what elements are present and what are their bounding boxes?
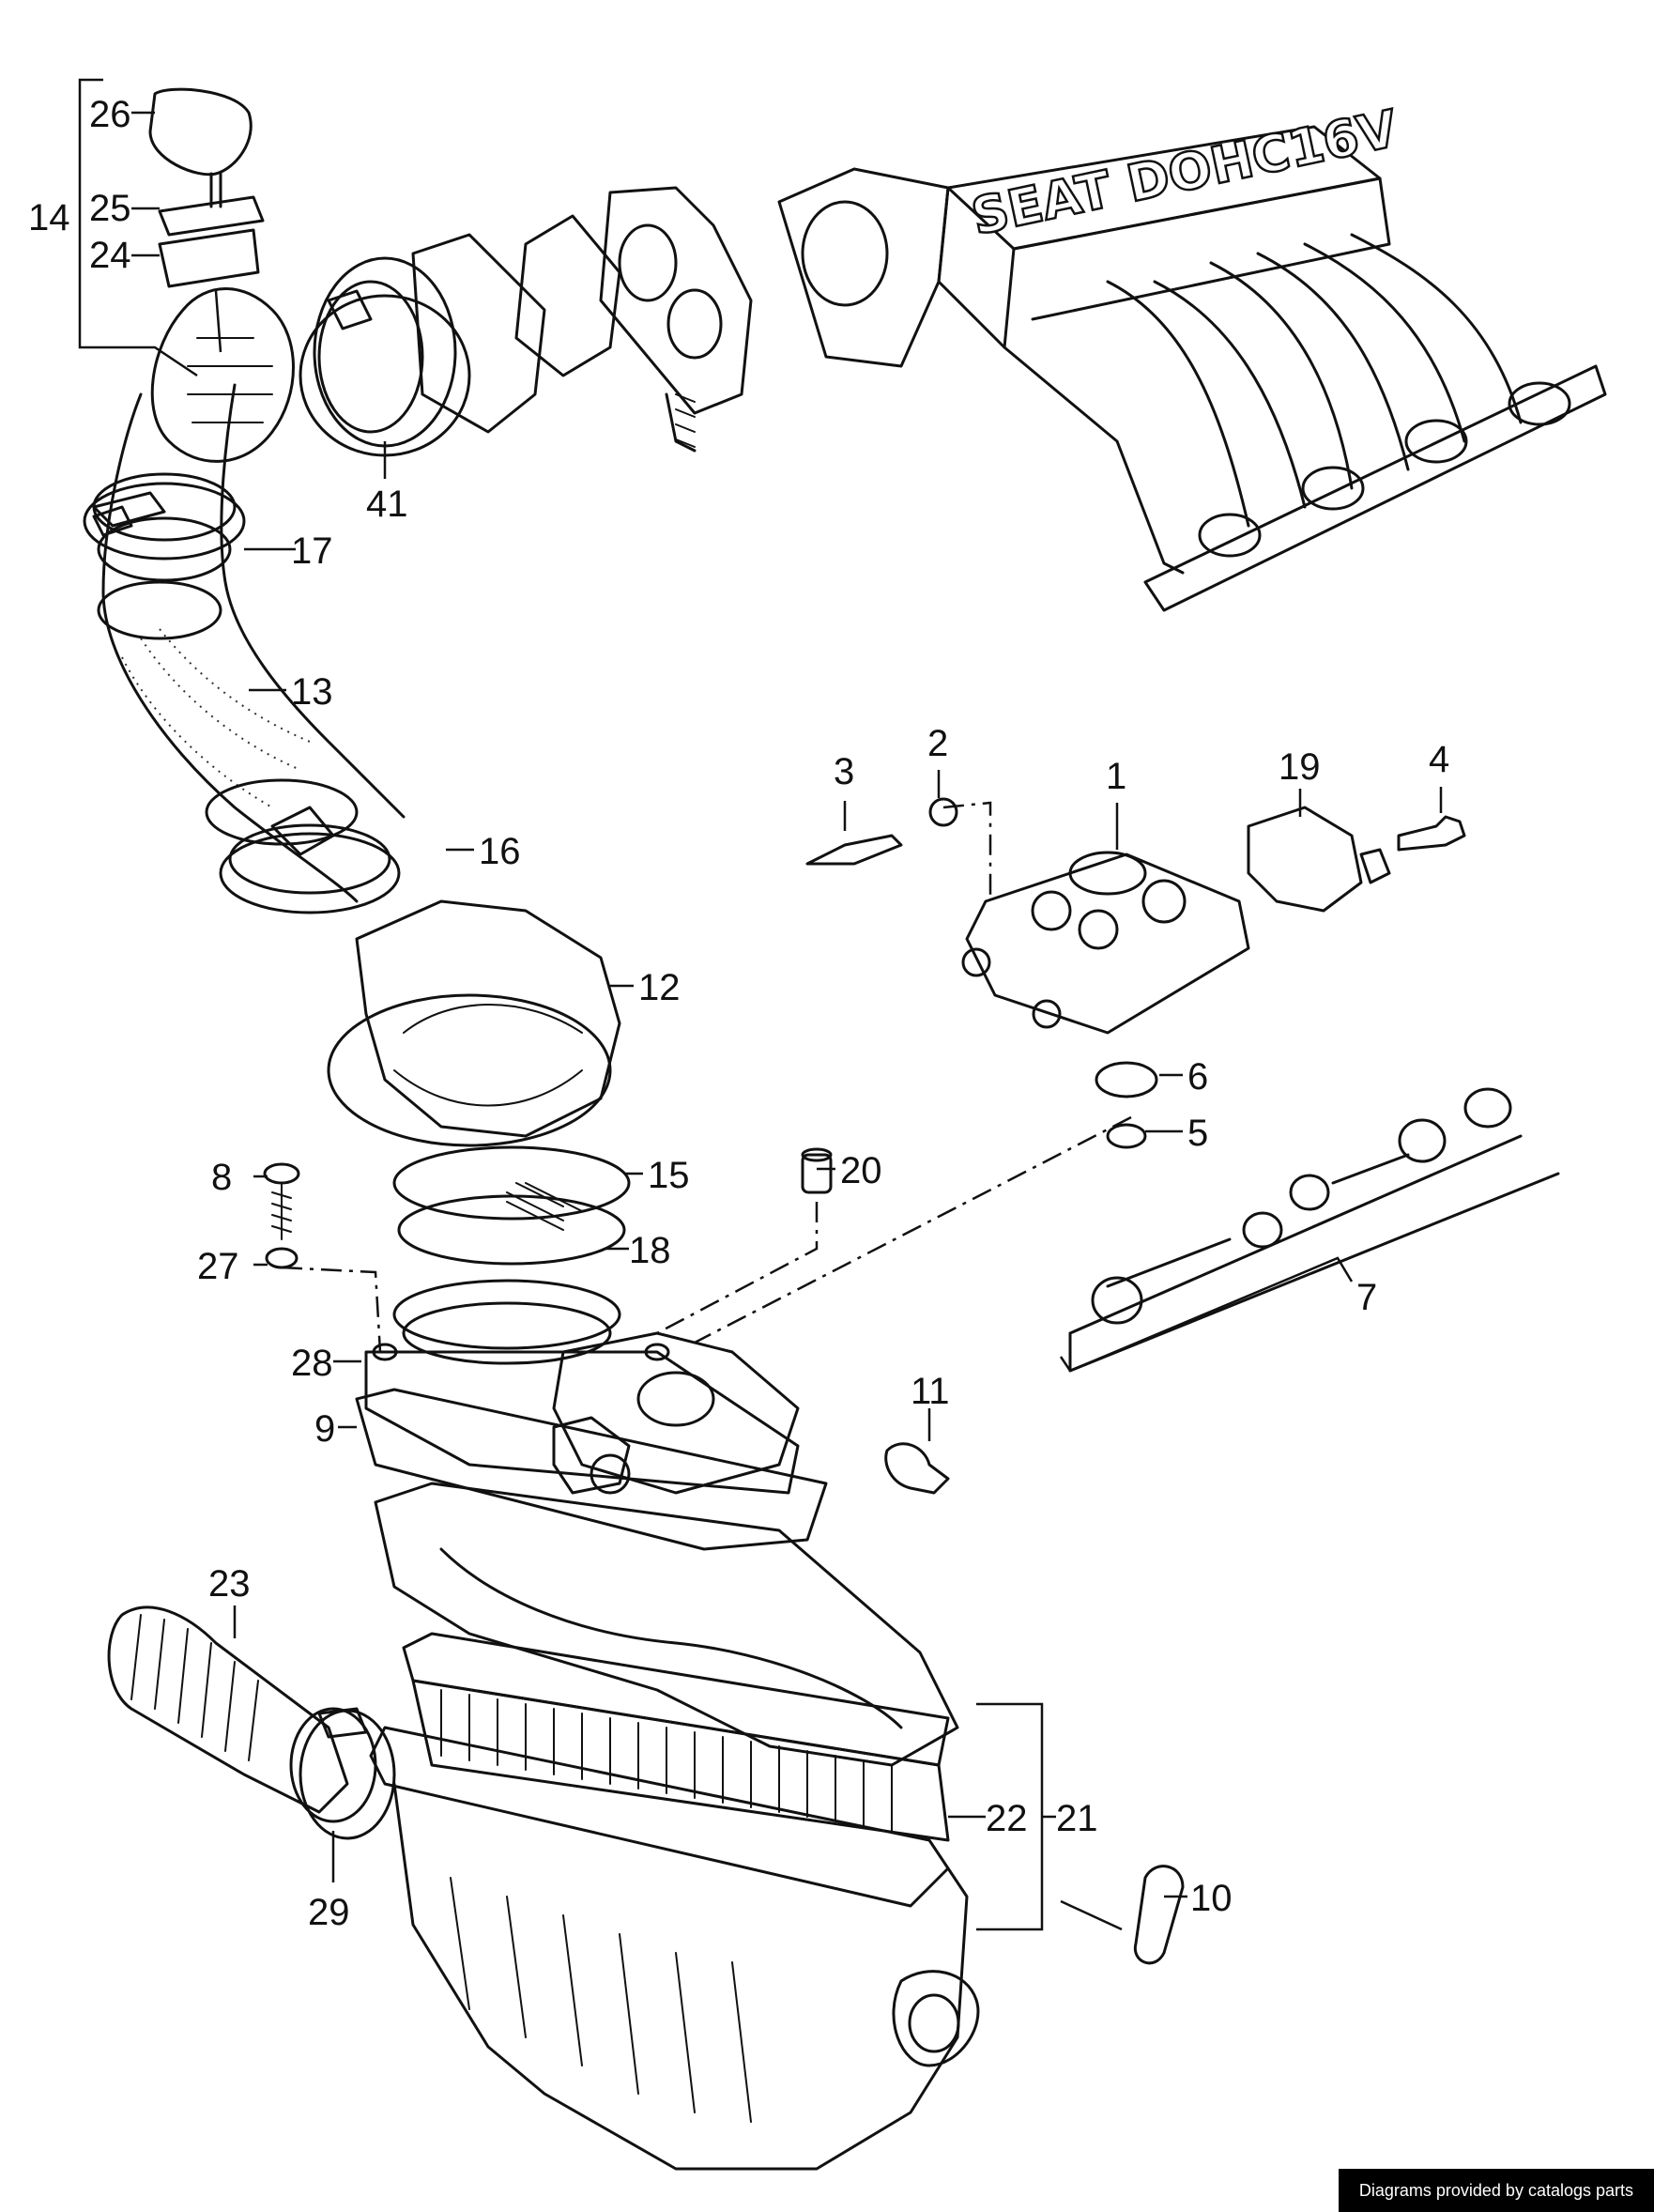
callout-12: 12 [638,967,681,1008]
throttle-body [313,186,753,453]
intake-manifold: SEAT DOHC16V [777,98,1607,612]
callout-16: 16 [479,831,521,872]
callout-21: 21 [1056,1798,1098,1839]
air-cleaner-housing [369,1632,1185,2171]
callout-25: 25 [89,188,131,229]
callout-4: 4 [1429,739,1449,780]
callout-1: 1 [1106,756,1126,797]
callout-15: 15 [648,1155,690,1196]
callout-11: 11 [911,1371,950,1412]
idle-control-valve [805,797,1466,1149]
callout-26: 26 [89,94,131,135]
callout-13: 13 [291,671,333,713]
callout-8: 8 [211,1157,232,1198]
callout-2: 2 [927,723,948,764]
callout-labels: 26 25 14 24 41 17 13 16 12 15 18 8 27 28… [28,94,1449,1933]
diagram-credit: Diagrams provided by catalogs parts [1338,2169,1654,2212]
leader-lines [78,78,1443,1931]
callout-6: 6 [1187,1056,1208,1098]
callout-7: 7 [1356,1277,1377,1318]
intake-snorkel [107,1605,396,1840]
callout-9: 9 [314,1408,335,1450]
callout-14: 14 [28,197,70,238]
callout-20: 20 [840,1150,882,1191]
callout-3: 3 [834,751,854,792]
callout-18: 18 [629,1230,671,1271]
callout-24: 24 [89,235,131,276]
callout-29: 29 [308,1892,350,1933]
hose-clamps [83,289,471,914]
callout-28: 28 [291,1343,333,1384]
callout-27: 27 [197,1246,239,1287]
callout-19: 19 [1279,746,1321,788]
callout-10: 10 [1190,1878,1233,1919]
callout-17: 17 [291,530,333,572]
intake-hose [92,287,631,1365]
callout-22: 22 [986,1798,1028,1839]
small-parts [263,1147,950,1495]
callout-41: 41 [366,484,408,525]
callout-23: 23 [208,1563,251,1605]
air-flow-meter [355,1331,959,1767]
alignment-lines [281,801,1132,1353]
callout-5: 5 [1187,1113,1208,1154]
valve-set [1068,1087,1560,1373]
air-temp-sensor [148,87,265,288]
